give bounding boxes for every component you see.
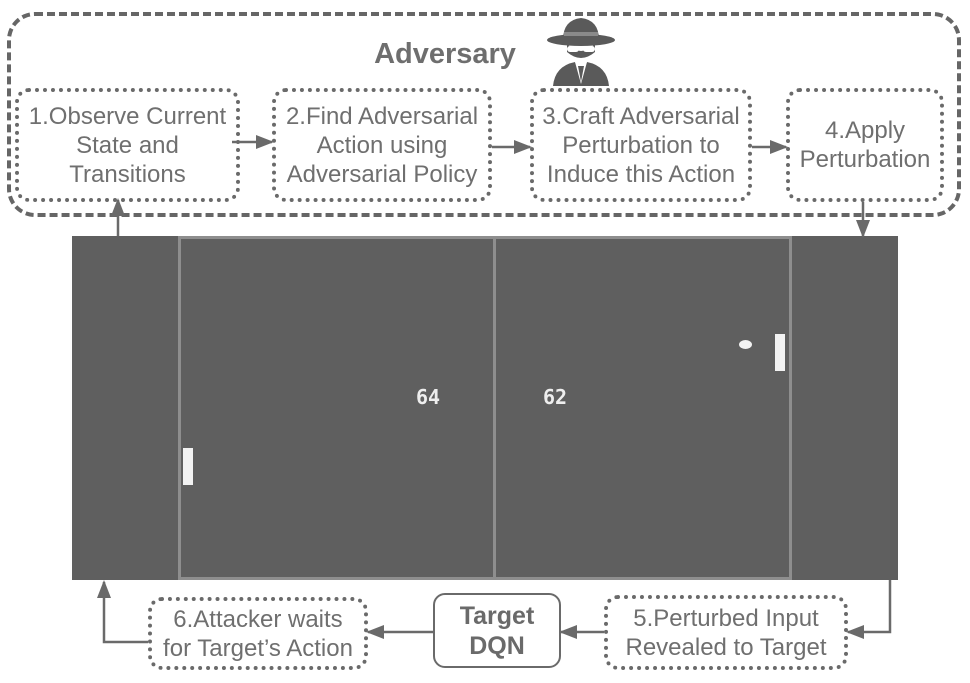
step-observe-state: 1.Observe Current State and Transitions xyxy=(15,88,240,202)
step-find-adversarial-action: 2.Find Adversarial Action using Adversar… xyxy=(272,88,492,202)
step-perturbed-input-revealed: 5.Perturbed Input Revealed to Target xyxy=(604,595,848,670)
step-attacker-waits-label: 6.Attacker waits for Target’s Action xyxy=(163,605,353,662)
adversary-frame xyxy=(7,12,961,217)
target-dqn-box: Target DQN xyxy=(433,593,561,668)
pong-center-line xyxy=(493,236,496,580)
right-paddle xyxy=(775,334,785,371)
target-dqn-label: Target DQN xyxy=(459,601,535,660)
step-apply-perturbation: 4.Apply Perturbation xyxy=(786,88,944,202)
step-observe-state-label: 1.Observe Current State and Transitions xyxy=(28,102,227,188)
adversary-title: Adversary xyxy=(374,38,516,70)
arrow-step6-to-game xyxy=(97,580,148,644)
step-craft-perturbation-label: 3.Craft Adversarial Perturbation to Indu… xyxy=(542,102,740,188)
step-apply-perturbation-label: 4.Apply Perturbation xyxy=(799,117,931,173)
spy-icon xyxy=(545,14,617,86)
step-craft-perturbation: 3.Craft Adversarial Perturbation to Indu… xyxy=(530,88,752,202)
score-right: 62 xyxy=(543,385,568,409)
step-attacker-waits: 6.Attacker waits for Target’s Action xyxy=(148,597,368,670)
step-perturbed-input-revealed-label: 5.Perturbed Input Revealed to Target xyxy=(625,604,827,661)
pong-game-frame xyxy=(72,236,898,580)
step-find-adversarial-action-label: 2.Find Adversarial Action using Adversar… xyxy=(285,102,479,188)
left-paddle xyxy=(183,448,193,485)
score-left: 64 xyxy=(416,385,441,409)
pong-court xyxy=(178,236,792,580)
arrow-game-to-step5 xyxy=(846,580,892,639)
ball xyxy=(739,340,752,349)
